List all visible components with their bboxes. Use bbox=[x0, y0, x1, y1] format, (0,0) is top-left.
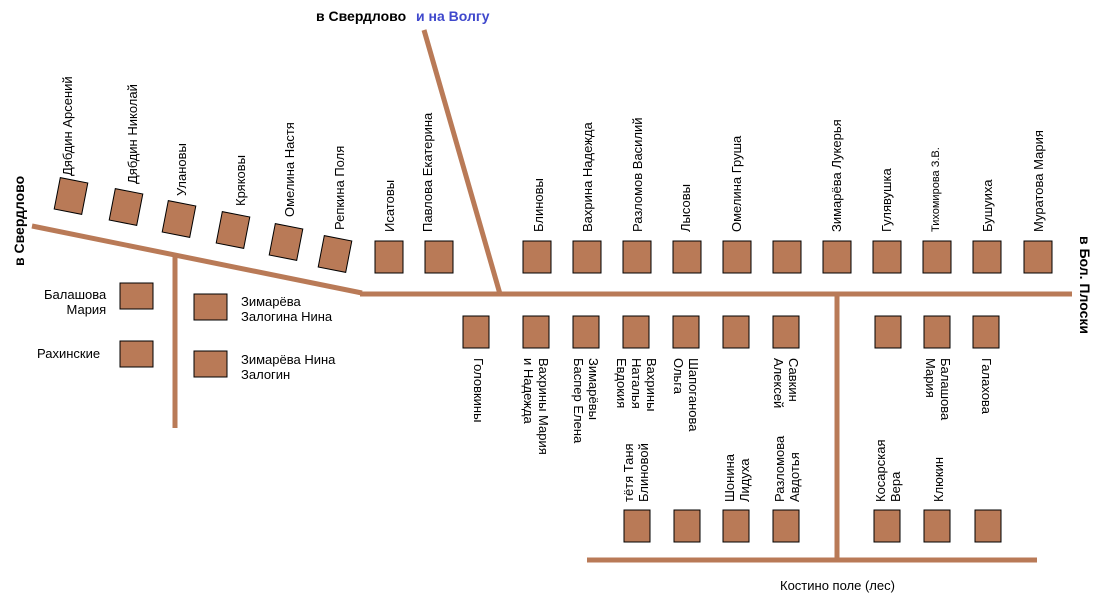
label-balashova-left: Балашова Мария bbox=[44, 287, 107, 317]
road-to-volga bbox=[421, 29, 503, 295]
house-blinovy bbox=[522, 240, 552, 274]
house-klyukin bbox=[923, 509, 951, 543]
label-lower: Савкин Алексей bbox=[771, 358, 801, 409]
label-upper: Омелина Настя bbox=[282, 122, 297, 217]
house-omelina-grusha bbox=[722, 240, 752, 274]
label-upper: Блиновы bbox=[531, 178, 546, 232]
direction-top: в Свердлово и на Волгу bbox=[316, 9, 489, 24]
label-upper: Репкина Поля bbox=[332, 145, 347, 230]
direction-volga-label: и на Волгу bbox=[416, 8, 490, 24]
houses bbox=[53, 177, 1053, 543]
house-zimarevy-basper bbox=[572, 315, 600, 349]
label-upper: Кряковы bbox=[233, 154, 248, 206]
label-upper: Разломов Василий bbox=[630, 117, 645, 232]
label-lower: Шапоганова Ольга bbox=[671, 358, 701, 432]
label-upper: Бушуиха bbox=[980, 179, 995, 232]
house-muratova bbox=[1023, 240, 1053, 274]
house-razlomov bbox=[622, 240, 652, 274]
house-empty-bottom-2 bbox=[974, 509, 1002, 543]
house-isatovy bbox=[374, 240, 404, 274]
label-upper: Дябдин Николай bbox=[125, 84, 140, 184]
label-bottom: Разломова Авдотья bbox=[772, 435, 802, 502]
direction-top-label: в Свердлово bbox=[316, 8, 407, 24]
label-bottom: тётя Таня Блиновой bbox=[621, 443, 651, 502]
label-upper: Исатовы bbox=[382, 179, 397, 232]
label-zimareva-zalogin: Зимарёва Нина Залогин bbox=[241, 352, 336, 382]
house-vakhrina-nadezhda bbox=[572, 240, 602, 274]
house-rakhinskie bbox=[119, 340, 154, 368]
house-empty-bottom bbox=[673, 509, 701, 543]
house-omelina-nastya bbox=[268, 223, 304, 261]
house-empty-upper bbox=[772, 240, 802, 274]
house-razlomova bbox=[772, 509, 800, 543]
label-upper: Муратова Мария bbox=[1031, 130, 1046, 232]
label-upper: Дябдин Арсений bbox=[60, 76, 75, 176]
house-empty-lower-2 bbox=[874, 315, 902, 349]
label-upper: Гулявушка bbox=[879, 168, 894, 232]
label-zimareva-zalogina: Зимарёва Залогина Нина bbox=[241, 294, 333, 324]
label-lower: Зимарёвы Баспер Елена bbox=[571, 358, 601, 444]
label-upper: Вахрина Надежда bbox=[580, 122, 595, 232]
house-kryakovy bbox=[215, 211, 251, 249]
label-upper: Тихомирова З.В. bbox=[930, 147, 942, 232]
house-kosarskaya bbox=[873, 509, 901, 543]
label-upper: Павлова Екатерина bbox=[420, 112, 435, 232]
house-shapoganova bbox=[672, 315, 700, 349]
house-ulanovy bbox=[161, 200, 197, 238]
direction-left: в Свердлово bbox=[11, 175, 27, 266]
label-lower: Вахрины Мария и Надежда bbox=[521, 358, 551, 455]
house-dyabdin-arseniy bbox=[53, 177, 89, 215]
house-balashova-left bbox=[119, 282, 154, 310]
house-zimareva-zalogin bbox=[193, 350, 228, 378]
road-left-diagonal bbox=[31, 223, 363, 296]
house-shonina bbox=[722, 509, 750, 543]
house-tikhomirova bbox=[922, 240, 952, 274]
label-bottom: Косарская Вера bbox=[873, 439, 903, 502]
label-upper: Омелина Груша bbox=[729, 135, 744, 232]
label-lower: Балашова Мария bbox=[923, 358, 953, 421]
house-repkina-polya bbox=[317, 235, 353, 273]
label-rakhinskie: Рахинские bbox=[37, 346, 101, 361]
house-golovkiny bbox=[462, 315, 490, 349]
house-vakhriny-mariya bbox=[522, 315, 550, 349]
label-bottom: Клюкин bbox=[931, 456, 946, 502]
house-bushuikha bbox=[972, 240, 1002, 274]
label-lower: Вахрины Наталья Евдокия bbox=[614, 358, 659, 412]
house-balashova-lower bbox=[923, 315, 951, 349]
direction-right: в Бол. Плоски bbox=[1077, 236, 1093, 334]
label-lower: Головкины bbox=[471, 358, 486, 423]
label-upper: Улановы bbox=[174, 143, 189, 196]
house-lysovy bbox=[672, 240, 702, 274]
label-bottom: Шонина Лидуха bbox=[722, 454, 752, 502]
house-gulyavushka bbox=[872, 240, 902, 274]
house-savkin bbox=[772, 315, 800, 349]
bottom-field-label: Костино поле (лес) bbox=[780, 578, 895, 593]
house-empty-lower bbox=[722, 315, 750, 349]
roads bbox=[31, 29, 1072, 563]
label-lower: Галахова bbox=[979, 358, 994, 414]
house-pavlova bbox=[424, 240, 454, 274]
house-zimareva-zalogina bbox=[193, 293, 228, 321]
house-dyabdin-nikolay bbox=[108, 188, 144, 226]
label-upper: Зимарёва Лукерья bbox=[829, 119, 844, 232]
house-zimareva-lukerya bbox=[822, 240, 852, 274]
label-upper: Лысовы bbox=[678, 183, 693, 232]
house-vakhriny-natalya bbox=[622, 315, 650, 349]
house-galakhova bbox=[972, 315, 1000, 349]
house-tyotya-tanya bbox=[623, 509, 651, 543]
